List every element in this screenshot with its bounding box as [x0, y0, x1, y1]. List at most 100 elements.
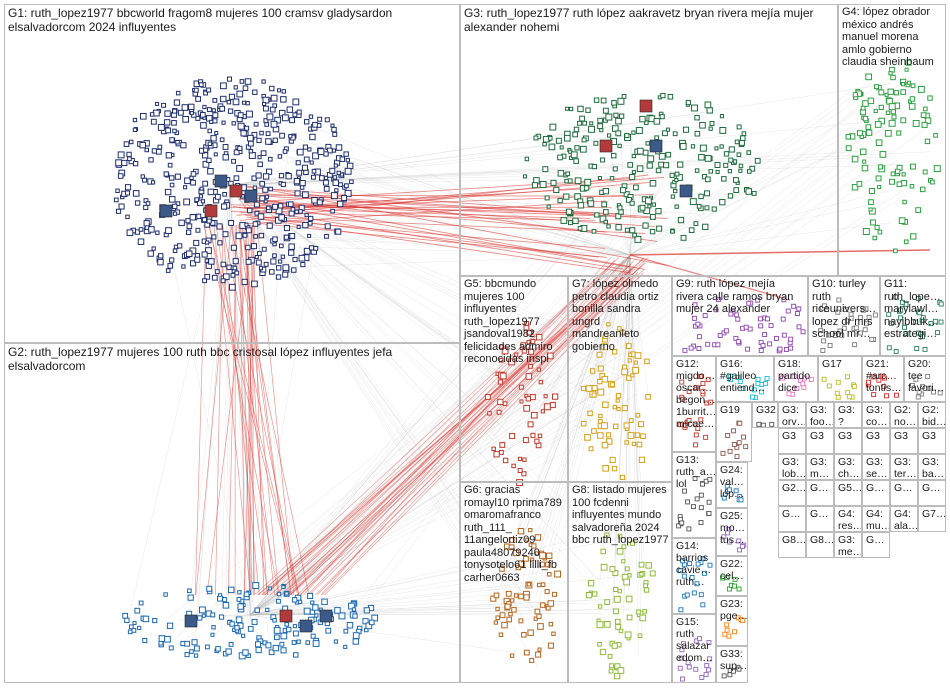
node [256, 137, 262, 144]
node [137, 238, 145, 245]
node [522, 457, 527, 462]
node [172, 128, 177, 134]
node [288, 243, 295, 250]
node [245, 227, 252, 234]
node [144, 147, 150, 153]
edge-line [257, 262, 646, 596]
node [348, 602, 355, 610]
node [172, 248, 178, 253]
node [236, 90, 244, 98]
node [142, 615, 150, 623]
node [900, 117, 907, 124]
node [548, 143, 556, 151]
node [280, 647, 287, 654]
edge-line [249, 190, 618, 616]
node [874, 121, 882, 128]
node [602, 187, 610, 195]
node [193, 645, 200, 652]
node [217, 240, 223, 246]
node [522, 174, 528, 179]
node [530, 339, 536, 344]
node [920, 112, 927, 118]
node [663, 162, 670, 169]
edge-line [249, 362, 643, 616]
node [719, 144, 724, 149]
node [629, 227, 636, 234]
node [305, 640, 311, 645]
node [285, 173, 292, 180]
node [253, 121, 259, 127]
node [237, 603, 244, 610]
edge-line [249, 398, 497, 616]
node [244, 222, 249, 227]
node [311, 197, 318, 204]
node [537, 433, 543, 439]
group-panel-cell-29: G7… [918, 506, 946, 532]
node [893, 248, 898, 254]
edge-line [629, 254, 649, 397]
node [214, 269, 220, 275]
node [343, 628, 349, 634]
node [202, 278, 207, 284]
node [534, 534, 542, 541]
node [229, 621, 235, 627]
node [203, 90, 209, 96]
node [530, 557, 535, 562]
edge-line [262, 267, 635, 596]
node [617, 97, 625, 105]
node [615, 213, 622, 220]
node [603, 219, 609, 225]
node [287, 201, 294, 208]
node [184, 177, 191, 185]
node [198, 606, 206, 614]
node [344, 167, 352, 175]
edge-line [229, 143, 602, 186]
node [169, 175, 175, 181]
node [859, 148, 867, 156]
node [545, 561, 551, 568]
edge-line [249, 598, 506, 616]
node [168, 645, 174, 651]
edge-line [629, 222, 891, 256]
node [901, 172, 906, 177]
node [303, 247, 311, 255]
node [922, 169, 928, 175]
group-label: G8: listado mujeres 100 fcdenni influyen… [572, 484, 669, 546]
node [180, 142, 187, 149]
node [915, 207, 922, 214]
edge-line [264, 268, 633, 596]
node [280, 632, 288, 640]
node [917, 86, 925, 93]
node [349, 179, 354, 185]
node [852, 92, 858, 98]
group-label: G3: co… [866, 404, 888, 428]
node [233, 149, 240, 156]
node [605, 113, 613, 121]
edge-line [629, 254, 639, 657]
node [268, 649, 275, 656]
node [651, 202, 656, 207]
group-panel-cell-15: G3: se… [862, 454, 890, 480]
node [564, 178, 569, 184]
node [656, 225, 663, 232]
node [231, 158, 236, 164]
group-panel-g15: G15: ruth salazar edom… [672, 614, 716, 683]
node [261, 79, 266, 84]
group-panel-g2: G2: ruth_lopez1977 mujeres 100 ruth bbc … [4, 343, 460, 683]
node [878, 117, 885, 125]
node [181, 104, 189, 111]
node [751, 190, 757, 196]
node [680, 234, 687, 241]
node [245, 110, 253, 118]
node [237, 145, 243, 151]
node [128, 624, 134, 630]
edge-line [530, 254, 631, 336]
group-label: G… [810, 508, 829, 520]
node [319, 175, 325, 181]
node [268, 586, 273, 591]
node [268, 186, 273, 192]
group-label: G12: migdo… oscar… begon… 1burrit… micae… [676, 358, 716, 430]
node [900, 89, 907, 95]
group-label: G33: sup… [720, 648, 748, 672]
